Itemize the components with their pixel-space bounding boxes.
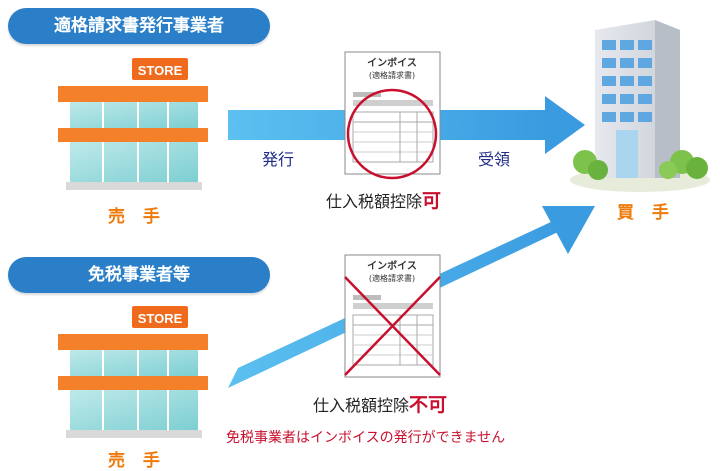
office-building [570, 20, 710, 192]
deduction-mark-not-allowed: 不可 [409, 394, 448, 416]
store-sign-1: STORE [138, 63, 183, 78]
buyer-label: 買 手 [617, 203, 675, 223]
seller-label-1: 売 手 [108, 207, 166, 227]
deduction-text-1: 仕入税額控除 [326, 192, 423, 211]
seller-label-2: 売 手 [108, 451, 166, 471]
invoice-title-2: インボイス [367, 259, 417, 272]
issue-label: 発行 [262, 150, 295, 169]
deduction-mark-allowed: 可 [422, 190, 442, 212]
deduction-allowed: 仕入税額控除可 [326, 186, 441, 213]
invoice-1 [344, 51, 441, 180]
exempt-note: 免税事業者はインボイスの発行ができません [226, 430, 506, 446]
invoice-subtitle-2: (適格請求書) [369, 273, 415, 283]
invoice-subtitle-1: (適格請求書) [369, 70, 415, 80]
invoice-2 [344, 254, 441, 378]
store-sign-2: STORE [138, 311, 183, 326]
deduction-not-allowed: 仕入税額控除不可 [313, 390, 447, 417]
section-title-qualified-issuer: 適格請求書発行事業者 [8, 8, 270, 44]
section-title-exempt-business: 免税事業者等 [8, 257, 270, 293]
invoice-title-1: インボイス [367, 56, 417, 69]
store-1 [58, 58, 208, 190]
store-2 [58, 306, 208, 438]
receive-label: 受領 [478, 150, 511, 169]
deduction-text-2: 仕入税額控除 [313, 396, 410, 415]
